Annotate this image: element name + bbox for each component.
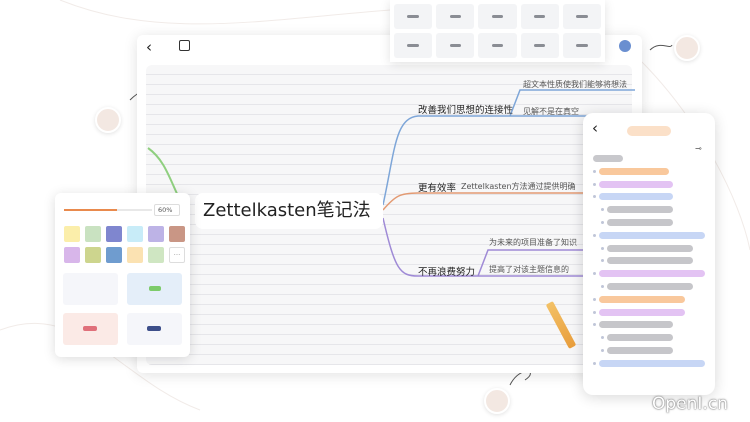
template-thumbnail[interactable]: [562, 33, 601, 58]
bullet-icon: [593, 195, 596, 199]
phone-title: [627, 126, 671, 136]
zoom-stepper[interactable]: 60%: [154, 204, 180, 216]
outline-item[interactable]: [607, 347, 673, 354]
branch-topic[interactable]: 不再浪费努力: [418, 267, 476, 278]
bullet-icon: [601, 259, 604, 263]
outline-item[interactable]: [607, 257, 693, 265]
template-thumbnail[interactable]: [436, 33, 475, 58]
avatar: [674, 35, 700, 61]
bullet-icon: [593, 182, 596, 186]
bullet-icon: [593, 272, 596, 276]
color-swatch[interactable]: [106, 247, 122, 263]
template-thumbnail[interactable]: [394, 33, 433, 58]
color-swatch[interactable]: [64, 226, 80, 242]
outline-item[interactable]: [599, 270, 705, 278]
subtopic[interactable]: 见解不是在真空: [523, 107, 579, 116]
outline-item[interactable]: [599, 231, 705, 239]
template-thumbnail[interactable]: [478, 33, 517, 58]
bullet-icon: [601, 221, 604, 224]
template-strip: [390, 0, 605, 62]
bullet-icon: [593, 169, 596, 173]
outline-item[interactable]: [607, 206, 673, 214]
outline-item[interactable]: [599, 295, 685, 303]
subtopic[interactable]: 为未来的项目准备了知识: [489, 238, 577, 247]
subtopic[interactable]: 超文本性质使我们能够将想法: [523, 80, 627, 89]
layout-template[interactable]: [63, 313, 118, 345]
color-swatch[interactable]: [127, 247, 143, 263]
subtopic[interactable]: 提高了对该主题信息的: [489, 265, 569, 274]
layout-template[interactable]: [127, 273, 182, 305]
color-swatch[interactable]: [148, 226, 164, 242]
external-link-icon[interactable]: [179, 40, 190, 51]
back-button[interactable]: ‹: [146, 38, 152, 56]
template-thumbnail[interactable]: [562, 4, 601, 29]
bullet-icon: [601, 349, 604, 352]
outline-item[interactable]: [599, 321, 673, 329]
style-panel: 60% ···: [55, 193, 190, 357]
more-colors-button[interactable]: ···: [169, 247, 185, 263]
bullet-icon: [593, 361, 596, 365]
bullet-icon: [593, 323, 596, 327]
outline-item[interactable]: [599, 180, 673, 188]
bullet-icon: [601, 208, 604, 212]
subtopic[interactable]: Zettelkasten方法通过提供明确: [461, 182, 576, 191]
color-swatch[interactable]: [64, 247, 80, 263]
color-swatch[interactable]: [85, 226, 101, 242]
bullet-icon: [601, 246, 604, 250]
central-topic[interactable]: Zettelkasten笔记法: [195, 193, 383, 229]
template-thumbnail[interactable]: [520, 33, 559, 58]
template-thumbnail[interactable]: [436, 4, 475, 29]
color-swatch[interactable]: [127, 226, 143, 242]
avatar: [484, 388, 510, 414]
bullet-icon: [593, 233, 596, 237]
outline-item[interactable]: [593, 155, 623, 162]
outline-item[interactable]: [599, 193, 673, 201]
color-swatch[interactable]: [106, 226, 122, 242]
color-swatch[interactable]: [85, 247, 101, 263]
outline-item[interactable]: [607, 244, 693, 252]
bullet-icon: [601, 285, 604, 288]
template-thumbnail[interactable]: [394, 4, 433, 29]
color-swatch[interactable]: [169, 226, 185, 242]
watermark: OpenI.cn: [652, 394, 728, 414]
outline-item[interactable]: [599, 167, 669, 175]
outline-item[interactable]: [607, 219, 673, 226]
menu-icon[interactable]: ⊸: [695, 144, 702, 153]
layout-template[interactable]: [127, 313, 182, 345]
layout-template[interactable]: [63, 273, 118, 305]
branch-topic[interactable]: 改善我们思想的连接性: [418, 105, 514, 116]
bullet-icon: [593, 310, 596, 314]
avatar: [95, 107, 121, 133]
collaborator-icon: [619, 40, 631, 52]
template-thumbnail[interactable]: [520, 4, 559, 29]
bullet-icon: [593, 297, 596, 301]
template-thumbnail[interactable]: [478, 4, 517, 29]
outline-item[interactable]: [599, 359, 705, 367]
outline-item[interactable]: [599, 308, 685, 316]
bullet-icon: [601, 336, 604, 340]
phone-outline-view: ‹ ⊸: [583, 113, 715, 395]
outline-item[interactable]: [607, 283, 693, 290]
outline-item[interactable]: [607, 334, 673, 342]
phone-back-button[interactable]: ‹: [592, 119, 598, 137]
zoom-slider[interactable]: [64, 209, 152, 211]
color-swatch[interactable]: [148, 247, 164, 263]
branch-topic[interactable]: 更有效率: [418, 183, 457, 194]
